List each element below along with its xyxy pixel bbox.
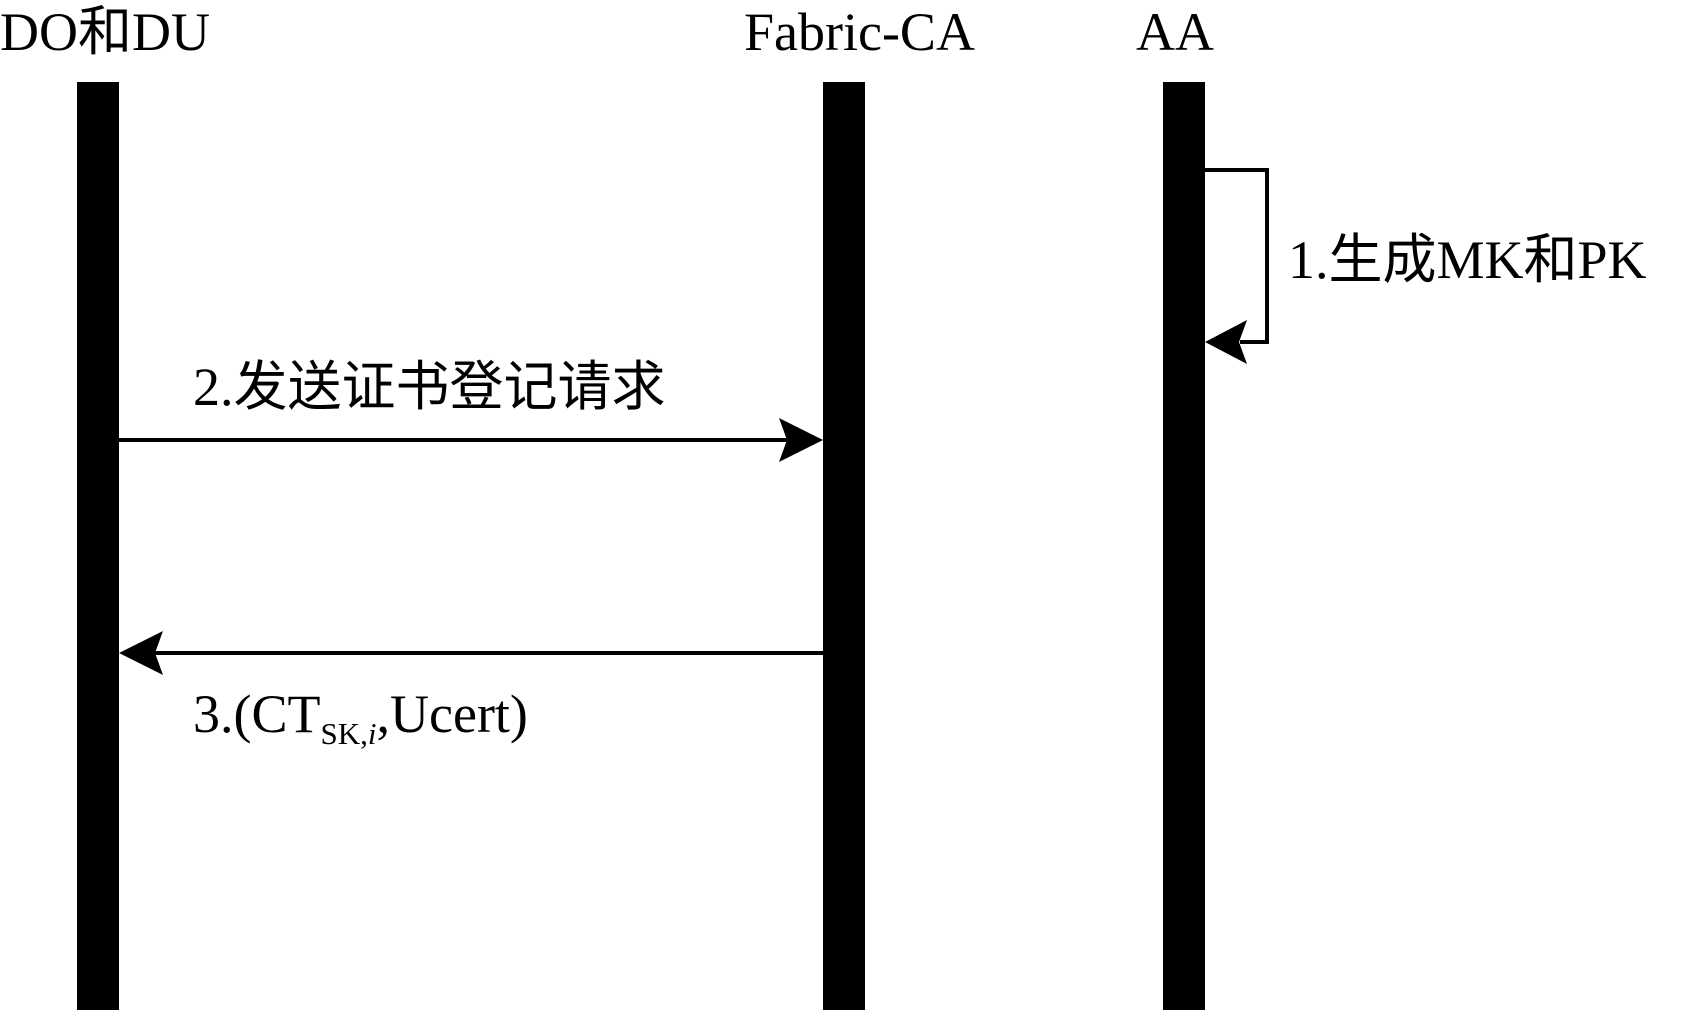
message-3-subscript: SK,i (320, 716, 377, 751)
lifeline-fabric-ca (823, 82, 865, 1010)
actor-label-aa: AA (1136, 2, 1214, 62)
response-arrowhead (119, 631, 163, 675)
message-3-label: 3.(CTSK,i,Ucert) (193, 682, 528, 749)
actor-label-do-du: DO和DU (0, 2, 210, 62)
message-1-label: 1.生成MK和PK (1288, 230, 1647, 290)
lifeline-do-du (77, 82, 119, 1010)
self-loop-arrow-line (1205, 168, 1269, 344)
self-loop-arrowhead (1205, 320, 1247, 364)
actor-label-fabric-ca: Fabric-CA (744, 2, 975, 62)
message-3-prefix: 3.(CT (193, 684, 321, 744)
request-arrowhead (779, 418, 823, 462)
lifeline-aa (1163, 82, 1205, 1010)
message-2-label: 2.发送证书登记请求 (193, 357, 666, 417)
message-3-suffix: ,Ucert) (376, 684, 528, 744)
